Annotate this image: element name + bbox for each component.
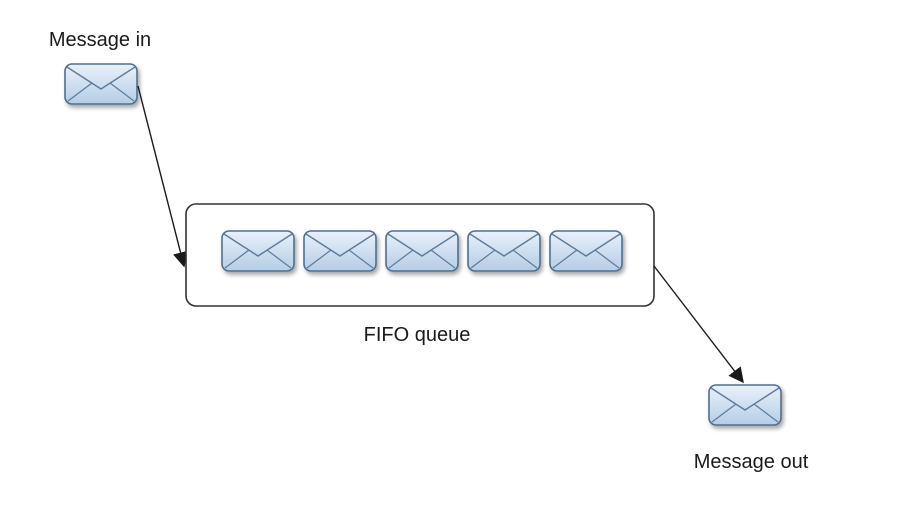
arrow-in bbox=[137, 85, 189, 268]
queue-messages bbox=[221, 230, 623, 272]
queued-message-envelope-icon bbox=[221, 230, 295, 272]
message-out-envelope-icon bbox=[708, 384, 782, 426]
message-in-label: Message in bbox=[49, 29, 151, 51]
queued-message-envelope-icon bbox=[549, 230, 623, 272]
queued-message-envelope-icon bbox=[467, 230, 541, 272]
message-out-label: Message out bbox=[694, 451, 809, 473]
message-in-envelope-icon bbox=[64, 63, 138, 105]
queued-message-envelope-icon bbox=[385, 230, 459, 272]
fifo-queue-label: FIFO queue bbox=[364, 324, 471, 346]
arrow-out bbox=[653, 265, 744, 384]
queued-message-envelope-icon bbox=[303, 230, 377, 272]
